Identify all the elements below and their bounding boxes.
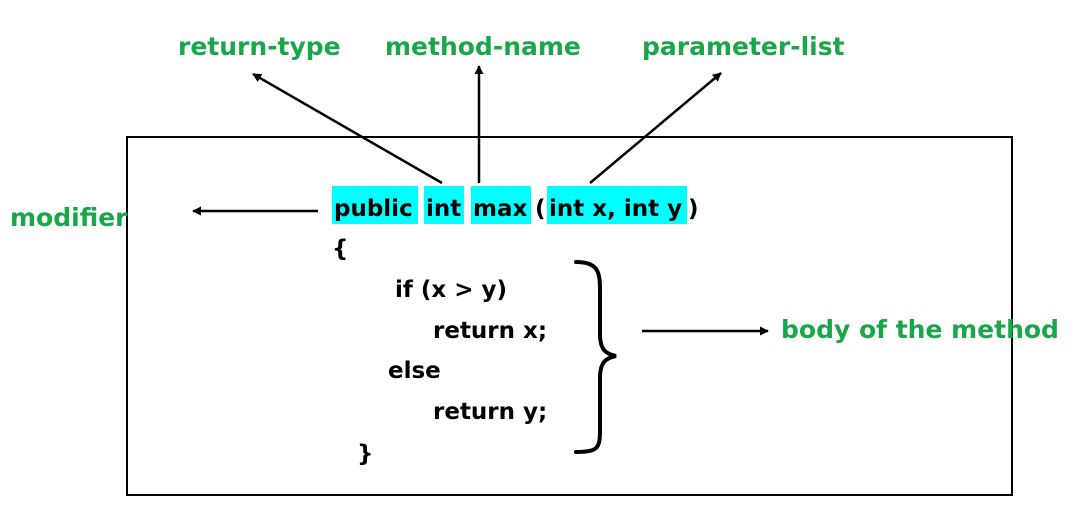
body-curly-brace bbox=[574, 260, 617, 454]
body-open-brace: { bbox=[332, 236, 348, 262]
method-name-label: method-name bbox=[385, 32, 581, 61]
return-type-label: return-type bbox=[178, 32, 341, 61]
signature-close-paren: ) bbox=[688, 196, 699, 222]
parameter-list-label: parameter-list bbox=[642, 32, 845, 61]
signature-return-type: int bbox=[426, 196, 461, 222]
parameter-list-arrow bbox=[589, 72, 722, 184]
body-line-return-x: return x; bbox=[433, 318, 547, 344]
modifier-highlight bbox=[332, 186, 418, 224]
signature-parameters: int x, int y bbox=[549, 196, 682, 222]
signature-modifier: public bbox=[334, 196, 413, 222]
body-close-brace: } bbox=[357, 441, 373, 467]
parameter-list-highlight bbox=[547, 186, 687, 224]
modifier-label: modifier bbox=[10, 203, 128, 232]
body-line-if: if (x > y) bbox=[395, 277, 507, 303]
body-line-else: else bbox=[388, 358, 441, 384]
code-box bbox=[126, 136, 1013, 496]
signature-open-paren: ( bbox=[535, 196, 546, 222]
body-of-method-label: body of the method bbox=[781, 315, 1059, 344]
return-type-arrow bbox=[252, 72, 443, 185]
body-line-return-y: return y; bbox=[433, 399, 547, 425]
method-name-highlight bbox=[471, 186, 531, 224]
signature-method-name: max bbox=[473, 196, 527, 222]
return-type-highlight bbox=[424, 186, 464, 224]
